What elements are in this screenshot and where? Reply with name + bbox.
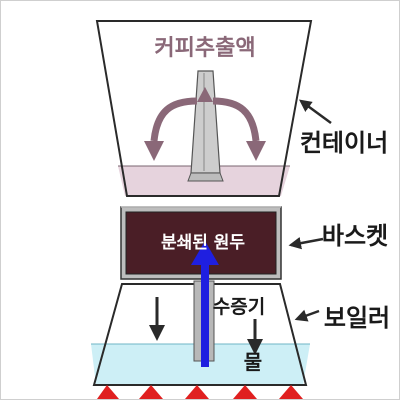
label-boiler: 보일러 [324, 304, 390, 332]
pointer-arrow-icon [294, 309, 320, 322]
boiler-outline [92, 283, 308, 386]
label-coffee-extract: 커피추출액 [154, 36, 255, 61]
label-container: 컨테이너 [300, 129, 388, 157]
coffee-arrow-right [212, 97, 260, 142]
label-water: 물 [244, 350, 262, 374]
steam-arrow [191, 241, 219, 367]
label-ground-coffee: 분쇄된 원두 [161, 233, 245, 253]
container-outline [95, 20, 313, 197]
pointer-arrow-icon [298, 99, 332, 125]
coffee-arrowhead-right [246, 141, 266, 161]
coffee-arrow-left [150, 97, 198, 142]
flame-icon [97, 385, 303, 399]
down-arrow-icon [149, 297, 165, 341]
label-basket: 바스켓 [322, 222, 388, 250]
coffee-arrowhead-left [144, 141, 164, 161]
label-steam: 수증기 [213, 296, 265, 318]
pointer-arrow-icon [288, 237, 324, 250]
coffee-arrowhead-top [197, 87, 213, 102]
coffee-flow-arrows [144, 87, 266, 161]
down-arrow-icon [247, 319, 263, 355]
